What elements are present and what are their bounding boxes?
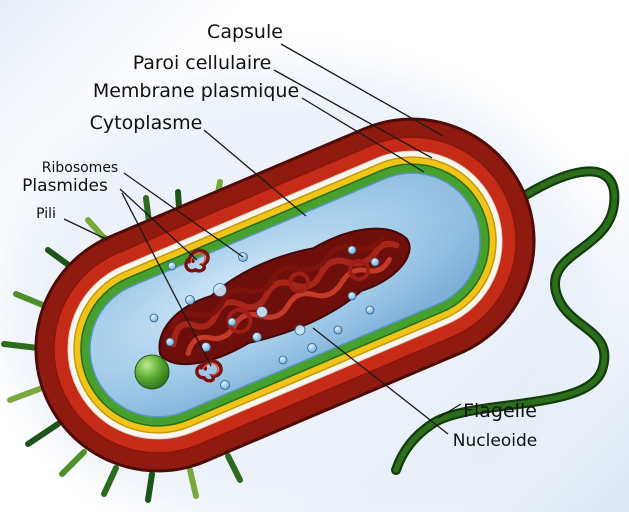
pilus: [1, 341, 41, 351]
pointer-membrane: [301, 97, 425, 173]
labels-group: Capsule Paroi cellulaire Membrane plasmi…: [22, 21, 537, 451]
ribosome: [278, 355, 288, 365]
pointer-plasmides-2: [121, 192, 212, 367]
label-membrane: Membrane plasmique: [93, 80, 299, 102]
ribosome: [370, 257, 380, 267]
ribosome: [227, 317, 237, 327]
pointer-lines: [63, 43, 462, 435]
label-paroi: Paroi cellulaire: [133, 52, 272, 74]
pointer-nucleoide: [312, 327, 449, 435]
label-ribosomes: Ribosomes: [42, 160, 118, 176]
ribosome: [149, 313, 159, 323]
ribosome: [165, 337, 175, 347]
pilus: [59, 449, 87, 477]
pilus: [225, 453, 243, 483]
ribosome: [333, 325, 343, 335]
ribosome: [252, 332, 262, 342]
pilus: [25, 421, 61, 447]
pilus: [101, 465, 119, 497]
label-nucleoide: Nucleoide: [453, 431, 537, 451]
label-capsule: Capsule: [207, 21, 283, 43]
plasmid-2: [195, 359, 223, 383]
ribosome: [167, 261, 177, 271]
pointer-ribosomes: [123, 172, 244, 258]
ribosome: [347, 291, 357, 301]
label-flagelle: Flagelle: [463, 400, 537, 422]
pointer-plasmides-1: [119, 188, 198, 261]
ribosome: [347, 245, 357, 255]
pilus: [145, 471, 155, 503]
label-cytoplasme: Cytoplasme: [90, 112, 203, 134]
ribosome: [185, 295, 195, 305]
pilus: [7, 385, 45, 403]
vesicle: [213, 283, 227, 297]
pointer-pili: [63, 218, 109, 241]
label-plasmides: Plasmides: [22, 176, 108, 196]
pointer-paroi: [273, 69, 433, 159]
pilus: [187, 467, 199, 499]
ribosome: [220, 380, 230, 390]
vesicle: [256, 306, 268, 318]
pointer-cytoplasme: [203, 129, 307, 217]
label-pili: Pili: [36, 206, 56, 222]
pointer-capsule: [280, 43, 444, 137]
flagellum: [391, 166, 620, 475]
storage-granule: [134, 354, 170, 390]
ribosome: [365, 305, 375, 315]
ribosome: [307, 343, 317, 353]
pointer-flagelle: [437, 403, 462, 419]
vesicle: [294, 324, 306, 336]
cell-body: [34, 117, 536, 473]
